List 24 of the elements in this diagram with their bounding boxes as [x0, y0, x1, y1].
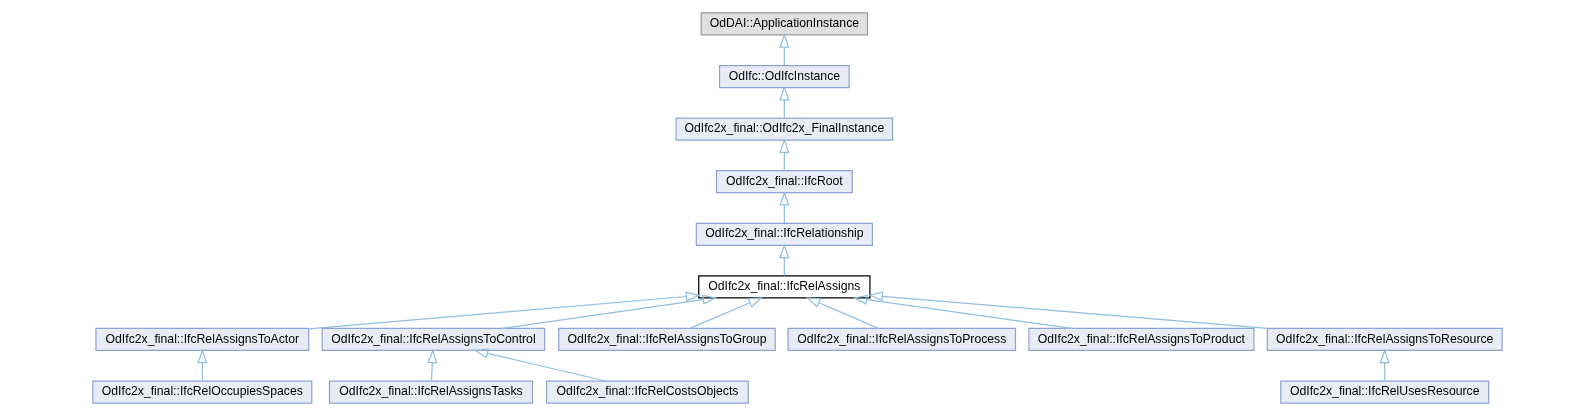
node-box: OdIfc2x_final::IfcRelationship [695, 222, 873, 246]
node-box: OdIfc::OdIfcInstance [718, 64, 850, 89]
node-box: OdIfc2x_final::IfcRelUsesResource [1280, 380, 1490, 404]
node-box: OdIfc2x_final::OdIfc2x_FinalInstance [675, 117, 894, 141]
arrow [308, 291, 701, 330]
node-box: OdIfc2x_final::IfcRelAssignsToProcess [787, 327, 1017, 352]
node-box: OdIfc2x_final::IfcRelAssignsToActor [95, 327, 310, 352]
node-box: OdIfc2x_final::IfcRelAssignsToControl [321, 327, 546, 352]
arrow [852, 294, 1073, 330]
arrow [473, 348, 607, 382]
node-box: OdIfc2x_final::IfcRelCostsObjects [545, 380, 749, 404]
node-box: OdIfc2x_final::IfcRelAssignsToProduct [1028, 327, 1255, 352]
node-box: OdIfc2x_final::IfcRelAssignsToResource [1266, 327, 1503, 352]
arrow [868, 291, 1269, 330]
node-box: OdIfc2x_final::IfcRelAssignsToGroup [558, 327, 776, 352]
arrow [689, 297, 763, 329]
node-box: OdDAI::ApplicationInstance [700, 12, 869, 36]
node-box: OdIfc2x_final::IfcRelAssignsTasks [328, 380, 534, 404]
node-box: OdIfc2x_final::IfcRelAssigns [698, 275, 871, 299]
node-box: OdIfc2x_final::IfcRelOccupiesSpaces [92, 380, 313, 404]
arrow [427, 348, 438, 382]
arrow [805, 297, 880, 329]
node-box: OdIfc2x_final::IfcRoot [715, 170, 853, 194]
arrow [501, 294, 718, 330]
